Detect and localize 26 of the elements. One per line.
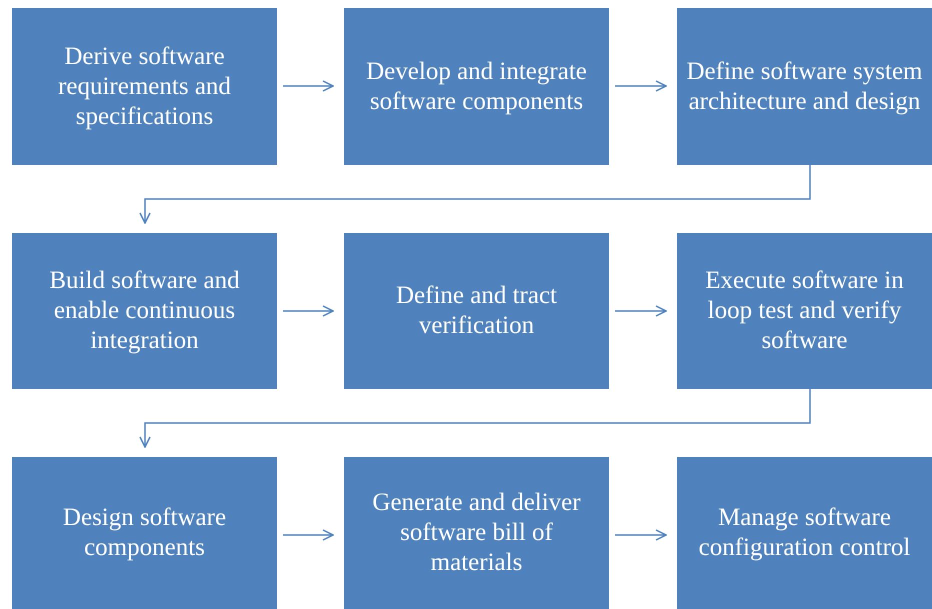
step-text: Define and tract verification (394, 281, 558, 341)
step-text: Define software system architecture and design (685, 56, 924, 116)
step-text: Generate and deliver software bill of materials (371, 488, 582, 578)
process-box (12, 457, 277, 609)
process-box (677, 8, 932, 165)
process-box (677, 233, 932, 389)
step-text: Build software and enable continuous integration (48, 266, 241, 356)
arrow (283, 305, 334, 317)
arrow (139, 165, 811, 224)
process-box (12, 8, 277, 165)
process-box (12, 233, 277, 389)
process-box (344, 233, 609, 389)
process-box (677, 457, 932, 609)
arrow (615, 529, 667, 541)
arrow (139, 389, 811, 448)
step-text: Execute software in loop test and verify software (704, 266, 905, 356)
arrow (283, 80, 334, 92)
arrow (283, 529, 334, 541)
arrow (615, 80, 667, 92)
step-text: Design software components (62, 503, 228, 563)
step-text: Derive software requirements and specifications (57, 42, 232, 132)
step-text: Develop and integrate software components (365, 56, 588, 116)
arrow (615, 305, 667, 317)
process-box (344, 457, 609, 609)
step-text: Manage software configuration control (698, 503, 912, 563)
process-box (344, 8, 609, 165)
